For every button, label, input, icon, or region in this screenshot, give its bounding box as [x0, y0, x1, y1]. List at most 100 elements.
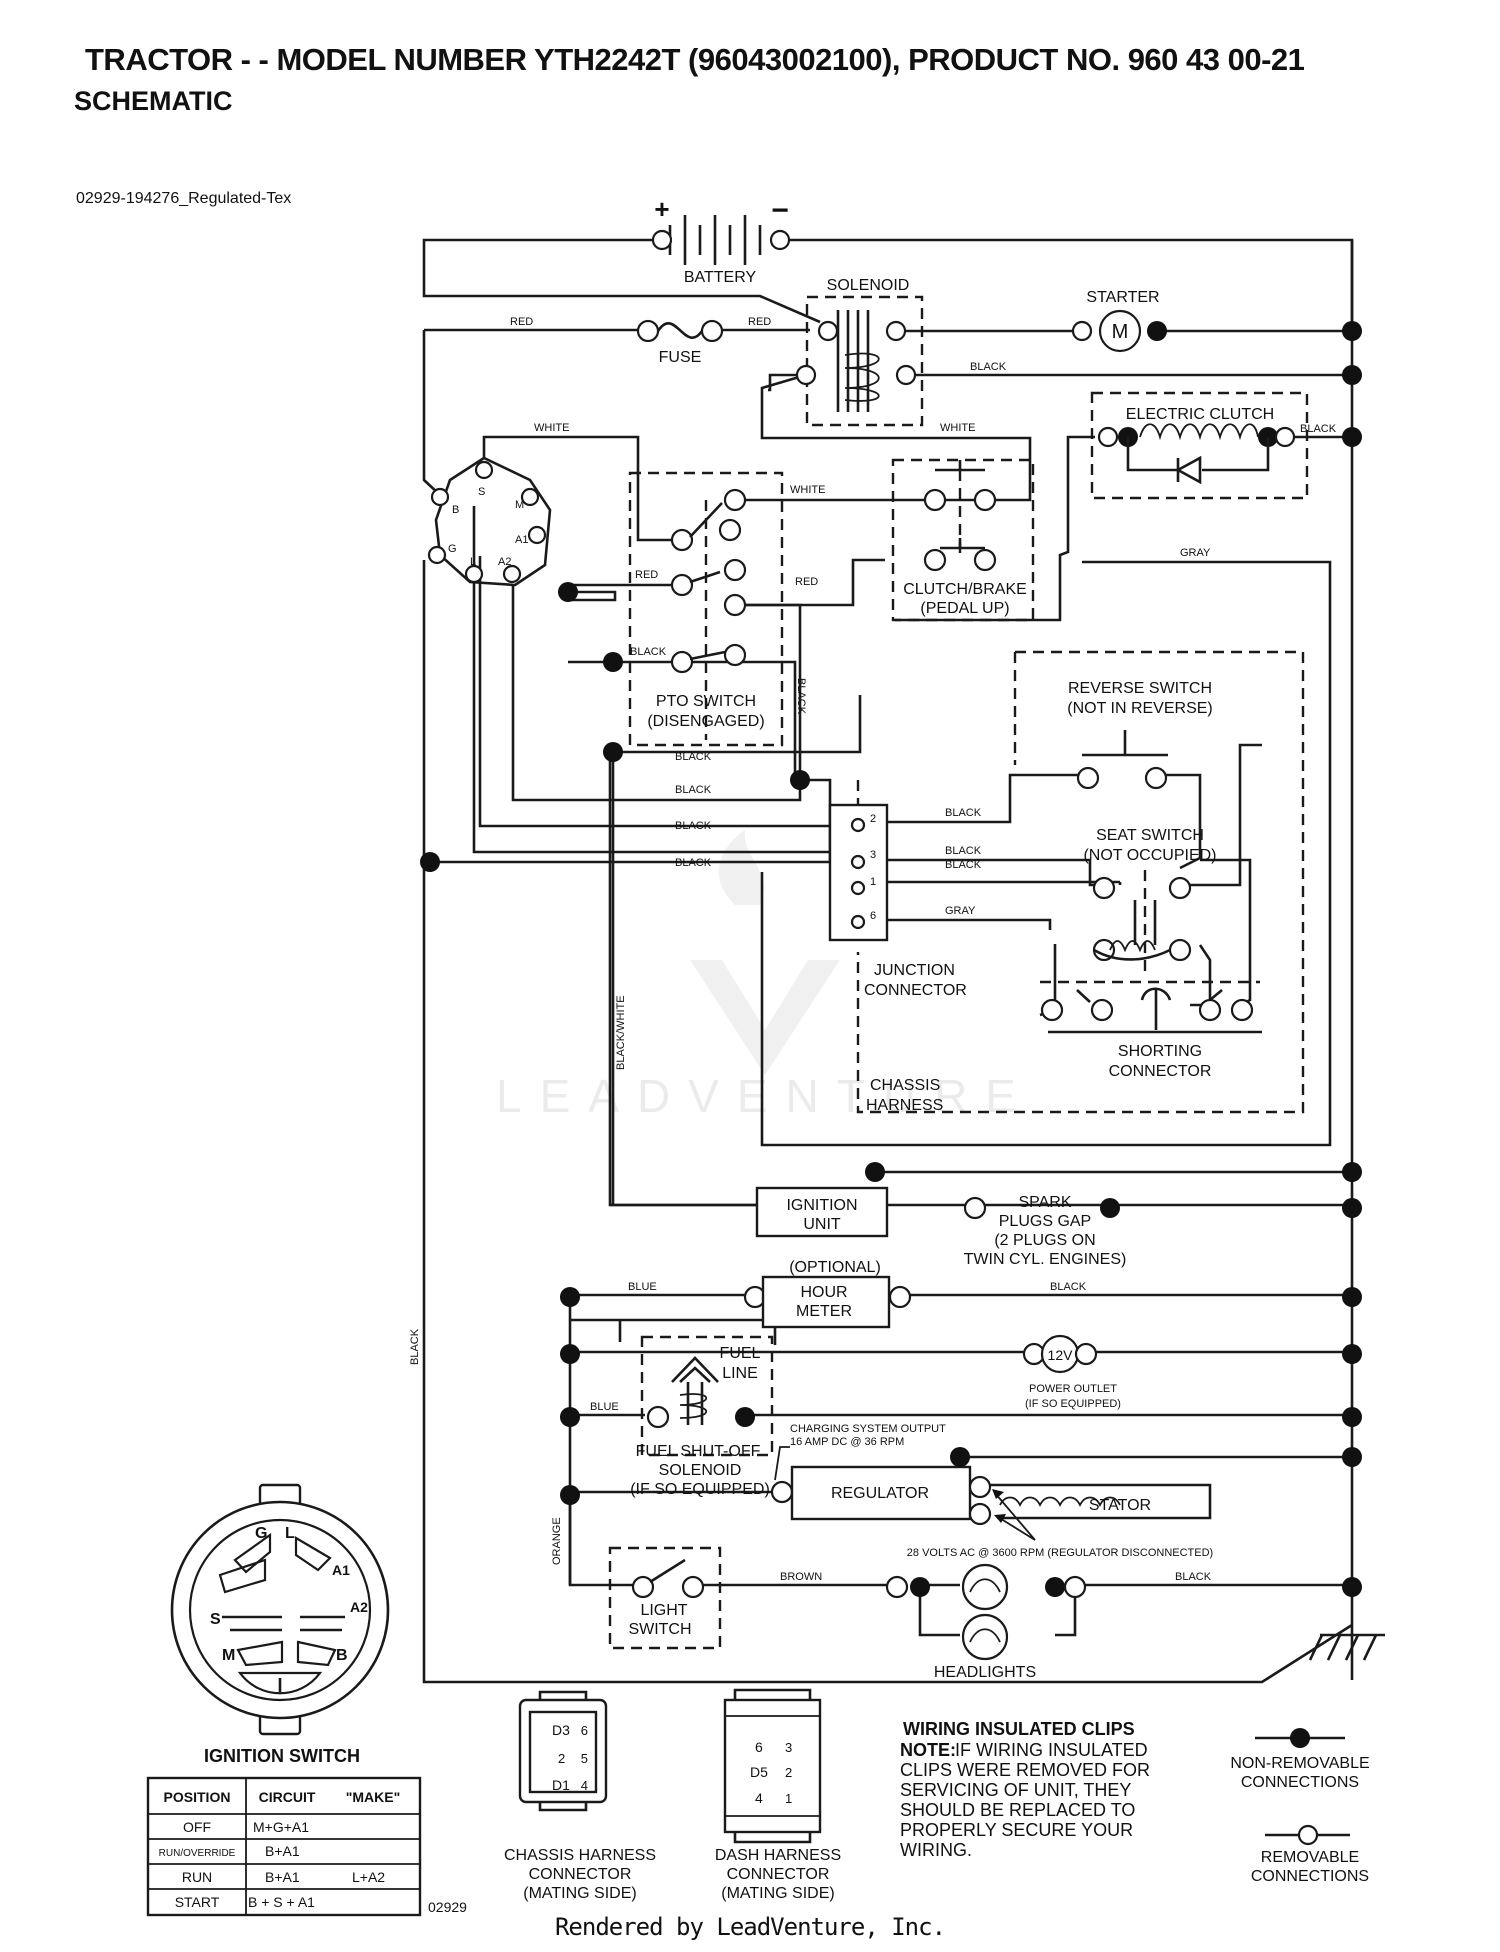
wire-label-blue-2: BLUE: [590, 1401, 619, 1413]
ignition-unit: IGNITION UNIT: [755, 1186, 889, 1238]
chassis-pin-4: 4: [581, 1778, 588, 1793]
pto-switch-label-2: (DISENGAGED): [647, 713, 764, 730]
wire-label-red-4: RED: [795, 576, 818, 588]
wire-label-red-3: RED: [635, 569, 658, 581]
wire-label-black-d: BLACK: [675, 857, 712, 869]
table-row-3-position: START: [175, 1894, 220, 1910]
ignition-switch-face: G L A1 A2 S M B IGNITION SWITCH: [170, 1483, 390, 1766]
wire-label-black-light: BLACK: [1175, 1571, 1212, 1583]
ign-terminal-g: G: [448, 543, 457, 555]
spark-plugs: SPARK PLUGS GAP (2 PLUGS ON TWIN CYL. EN…: [964, 1194, 1127, 1268]
clutch-brake-switch: CLUTCH/BRAKE (PEDAL UP): [891, 458, 1035, 622]
reverse-switch-label-1: REVERSE SWITCH: [1068, 680, 1212, 697]
fuse: FUSE: [636, 319, 724, 366]
wire-label-black-hour: BLACK: [1050, 1281, 1087, 1293]
table-row-2-circuit: B+A1: [265, 1869, 300, 1885]
wire-label-black-pto: BLACK: [630, 646, 667, 658]
ignition-switch-code: 02929: [428, 1899, 467, 1915]
fuel-shutoff-label-3: (IF SO EQUIPPED): [630, 1481, 770, 1498]
fuse-label: FUSE: [659, 349, 702, 366]
table-header-circuit: CIRCUIT: [259, 1789, 316, 1805]
fuel-line-label-2: LINE: [722, 1365, 758, 1382]
wire-label-red-1: RED: [510, 316, 533, 328]
hour-meter-optional: (OPTIONAL): [789, 1259, 881, 1276]
dash-pin-2: 2: [785, 1765, 792, 1780]
page-title: TRACTOR - - MODEL NUMBER YTH2242T (96043…: [85, 42, 1305, 77]
connection-dots: [420, 321, 1362, 1597]
battery-plus: +: [654, 194, 669, 224]
electric-clutch: ELECTRIC CLUTCH: [1090, 391, 1309, 500]
ign-face-g: G: [255, 1525, 267, 1542]
wire-label-black-starter: BLACK: [970, 361, 1007, 373]
shorting-connector-label-1: SHORTING: [1118, 1043, 1202, 1060]
dash-connector-label-2: CONNECTOR: [727, 1866, 830, 1883]
junction-pin-1: 1: [870, 876, 876, 888]
dash-pin-1: 1: [785, 1791, 792, 1806]
fuel-shutoff-label-1: FUEL SHUT-OFF: [636, 1443, 761, 1460]
spark-plugs-label-2: PLUGS GAP: [999, 1213, 1091, 1230]
wire-label-brown: BROWN: [780, 1571, 822, 1583]
table-header-position: POSITION: [164, 1789, 231, 1805]
note-line-3: SHOULD BE REPLACED TO: [900, 1800, 1135, 1820]
ign-terminal-s: S: [478, 486, 485, 498]
chassis-harness-label-2: HARNESS: [866, 1097, 943, 1114]
note-line-4: PROPERLY SECURE YOUR: [900, 1820, 1133, 1840]
dash-connector-label-1: DASH HARNESS: [715, 1847, 841, 1864]
reverse-switch-label-2: (NOT IN REVERSE): [1067, 700, 1213, 717]
starter-motor-symbol: M: [1112, 321, 1129, 343]
ign-terminal-l: L: [470, 556, 476, 568]
table-header-make: "MAKE": [346, 1789, 401, 1805]
power-outlet-label-2: (IF SO EQUIPPED): [1025, 1398, 1121, 1410]
ignition-switch-table: POSITION CIRCUIT "MAKE" OFF M+G+A1 RUN/O…: [146, 1776, 467, 1917]
wire-label-red-2: RED: [748, 316, 771, 328]
spark-plugs-label-3: (2 PLUGS ON: [994, 1232, 1095, 1249]
junction-connector-label-1: JUNCTION: [874, 962, 955, 979]
hour-meter-label-1: HOUR: [800, 1284, 847, 1301]
chassis-pin-d3: D3: [552, 1722, 570, 1738]
legend-removable-2: CONNECTIONS: [1251, 1868, 1369, 1885]
wire-label-white-3: WHITE: [790, 484, 825, 496]
starter: M STARTER: [1071, 289, 1167, 353]
note-line-0: IF WIRING INSULATED: [955, 1740, 1148, 1760]
pto-switch: PTO SWITCH (DISENGAGED): [628, 471, 784, 747]
dash-pin-d5: D5: [750, 1764, 768, 1780]
dash-harness-connector: 6 3 D5 2 4 1 DASH HARNESS CONNECTOR (MAT…: [715, 1688, 841, 1902]
watermark-text: LEADVENTURE: [496, 1070, 1034, 1122]
chassis-pin-5: 5: [581, 1751, 588, 1766]
chassis-pin-d1: D1: [552, 1777, 570, 1793]
spark-plugs-label-1: SPARK: [1018, 1194, 1071, 1211]
table-row-1-circuit: B+A1: [265, 1843, 300, 1859]
table-row-0-position: OFF: [183, 1819, 211, 1835]
chassis-pin-2: 2: [558, 1751, 565, 1766]
fuel-shutoff-solenoid: FUEL LINE FUEL SHUT-OFF SOLENOID (IF SO …: [630, 1335, 774, 1498]
main-wiring: [422, 238, 1354, 1684]
wire-label-black-j3: BLACK: [945, 845, 982, 857]
ignition-switch-terminals: B S M A1 A2 L G: [427, 456, 552, 587]
battery-minus: −: [771, 194, 789, 227]
power-outlet-voltage: 12V: [1048, 1347, 1074, 1363]
ign-face-s: S: [210, 1611, 221, 1628]
junction-pin-3: 3: [870, 849, 876, 861]
regulator: CHARGING SYSTEM OUTPUT 16 AMP DC @ 36 RP…: [770, 1423, 1213, 1559]
wire-label-black-white: BLACK/WHITE: [615, 995, 627, 1070]
headlights-label: HEADLIGHTS: [934, 1664, 1036, 1681]
note-label: NOTE:: [900, 1740, 956, 1760]
dash-pin-3: 3: [785, 1740, 792, 1755]
wire-label-blue-1: BLUE: [628, 1281, 657, 1293]
legend-non-removable-1: NON-REMOVABLE: [1230, 1755, 1369, 1772]
wire-label-white-2: WHITE: [940, 422, 975, 434]
ign-terminal-m: M: [515, 499, 524, 511]
headlights: HEADLIGHTS: [885, 1563, 1087, 1681]
ign-face-b: B: [336, 1647, 348, 1664]
starter-label: STARTER: [1086, 289, 1159, 306]
solenoid-label: SOLENOID: [827, 277, 910, 294]
ign-face-m: M: [222, 1647, 235, 1664]
power-outlet-label-1: POWER OUTLET: [1029, 1383, 1117, 1395]
hour-meter: (OPTIONAL) HOUR METER: [743, 1259, 912, 1329]
light-switch: LIGHT SWITCH: [608, 1546, 722, 1650]
table-row-2-position: RUN: [182, 1869, 212, 1885]
wire-label-black-a: BLACK: [675, 751, 712, 763]
light-switch-label-2: SWITCH: [628, 1621, 691, 1638]
ign-face-l: L: [285, 1525, 295, 1542]
leadventure-watermark: LEADVENTURE: [496, 830, 1034, 1122]
